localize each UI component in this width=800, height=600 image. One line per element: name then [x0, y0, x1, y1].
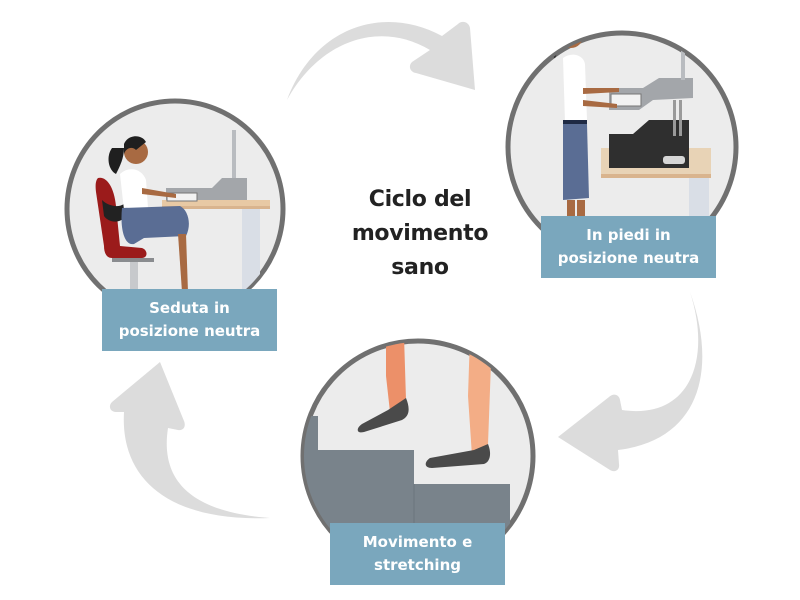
stage-label-sitting: Seduta in posizione neutra	[102, 289, 277, 351]
sitting-scene-illustration	[64, 98, 286, 320]
diagram-title: Ciclo del movimento sano	[320, 183, 520, 285]
stage-label-standing: In piedi in posizione neutra	[541, 216, 716, 278]
stage-label-line: In piedi in	[586, 226, 671, 244]
stage-label-line: posizione neutra	[118, 322, 261, 340]
title-line: movimento	[351, 221, 489, 246]
stage-label-line: stretching	[374, 556, 461, 574]
stage-label-line: Movimento e	[362, 533, 473, 551]
curved-arrow-up-icon	[109, 362, 270, 519]
curved-arrow-down-left-icon	[558, 292, 703, 472]
title-line: sano	[391, 255, 449, 280]
stage-label-line: Seduta in	[149, 299, 230, 317]
stage-sitting	[62, 96, 288, 322]
title-line: Ciclo del	[368, 187, 472, 212]
stage-label-line: posizione neutra	[557, 249, 700, 267]
curved-arrow-right-icon	[287, 21, 475, 101]
stage-label-moving: Movimento e stretching	[330, 523, 505, 585]
